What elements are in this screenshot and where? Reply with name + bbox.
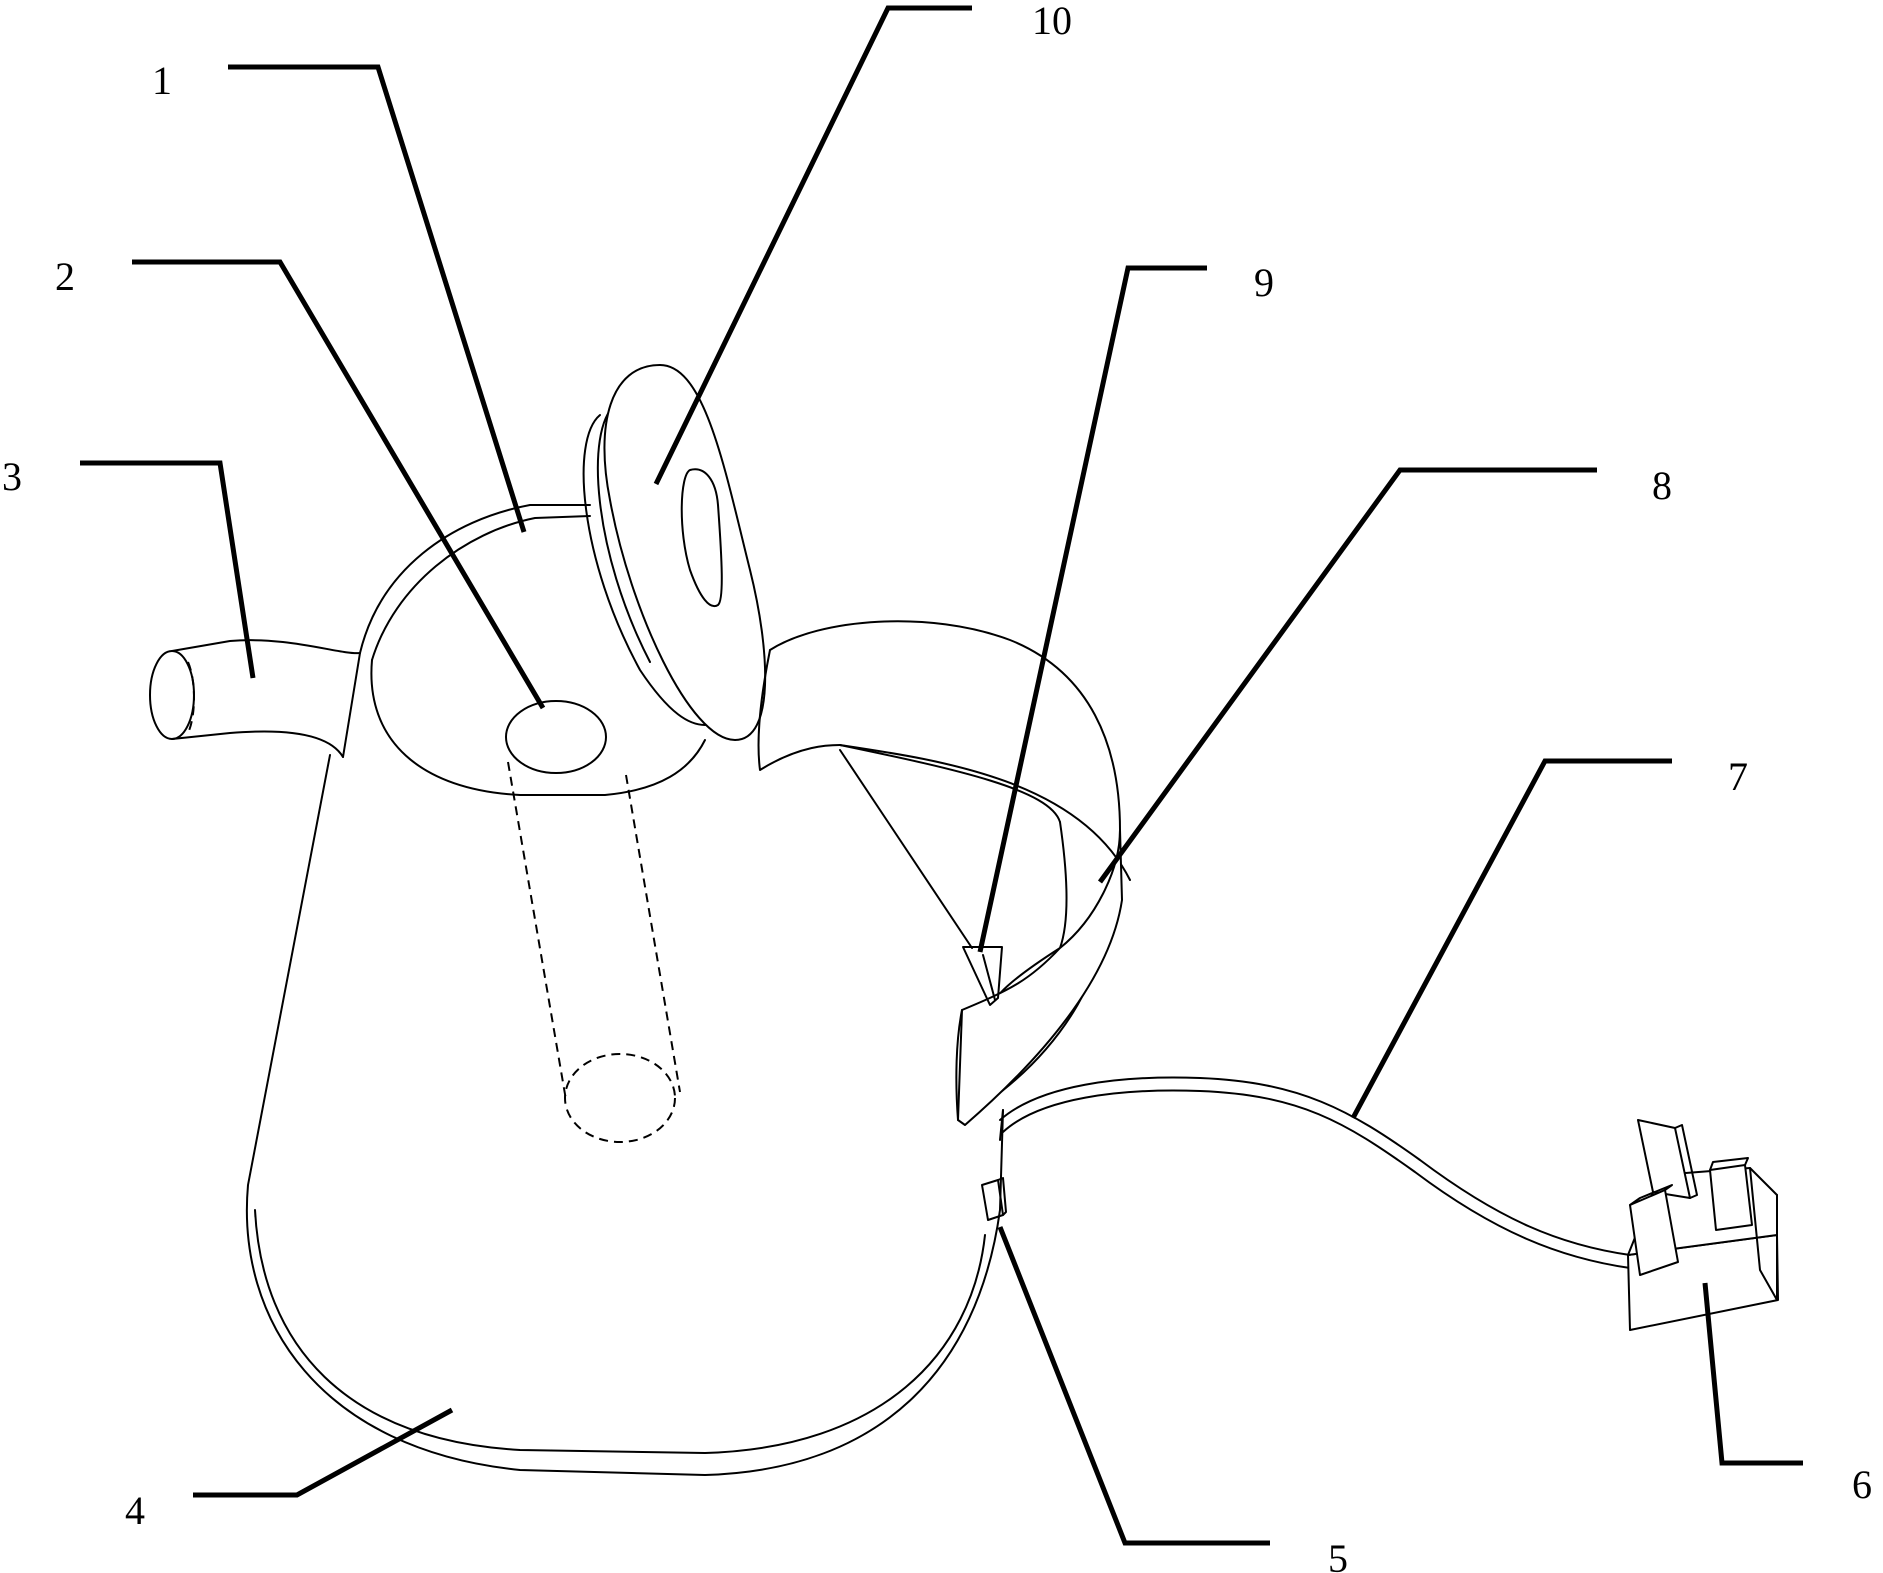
- handle: [757, 620, 1131, 1126]
- leader-10: [653, 5, 972, 486]
- callout-1: 1: [152, 58, 172, 103]
- leader-4: [193, 1407, 454, 1498]
- plug: [1627, 1119, 1779, 1331]
- callout-8: 8: [1652, 463, 1672, 508]
- indicator-light: [981, 1177, 1007, 1221]
- callout-6: 6: [1852, 1462, 1872, 1507]
- callout-3: 3: [2, 454, 22, 499]
- leader-3: [80, 460, 256, 679]
- callout-7: 7: [1728, 754, 1748, 799]
- callout-5: 5: [1328, 1536, 1348, 1573]
- lid: [582, 364, 767, 741]
- spout: [149, 639, 361, 758]
- leader-2: [132, 259, 546, 710]
- power-cord: [999, 1076, 1631, 1269]
- leader-5: [997, 1226, 1270, 1546]
- leader-lines: [80, 5, 1803, 1546]
- leader-6: [1702, 1282, 1803, 1466]
- switch: [962, 946, 1003, 1006]
- leader-9: [977, 265, 1207, 953]
- callout-2: 2: [55, 254, 75, 299]
- inner-tube: [505, 700, 681, 1143]
- kettle-body: [245, 754, 1004, 1476]
- leader-7: [1350, 758, 1672, 1120]
- leader-8: [1097, 467, 1597, 884]
- callout-9: 9: [1254, 260, 1274, 305]
- callout-4: 4: [125, 1488, 145, 1533]
- leader-1: [228, 64, 527, 533]
- callout-10: 10: [1032, 0, 1072, 43]
